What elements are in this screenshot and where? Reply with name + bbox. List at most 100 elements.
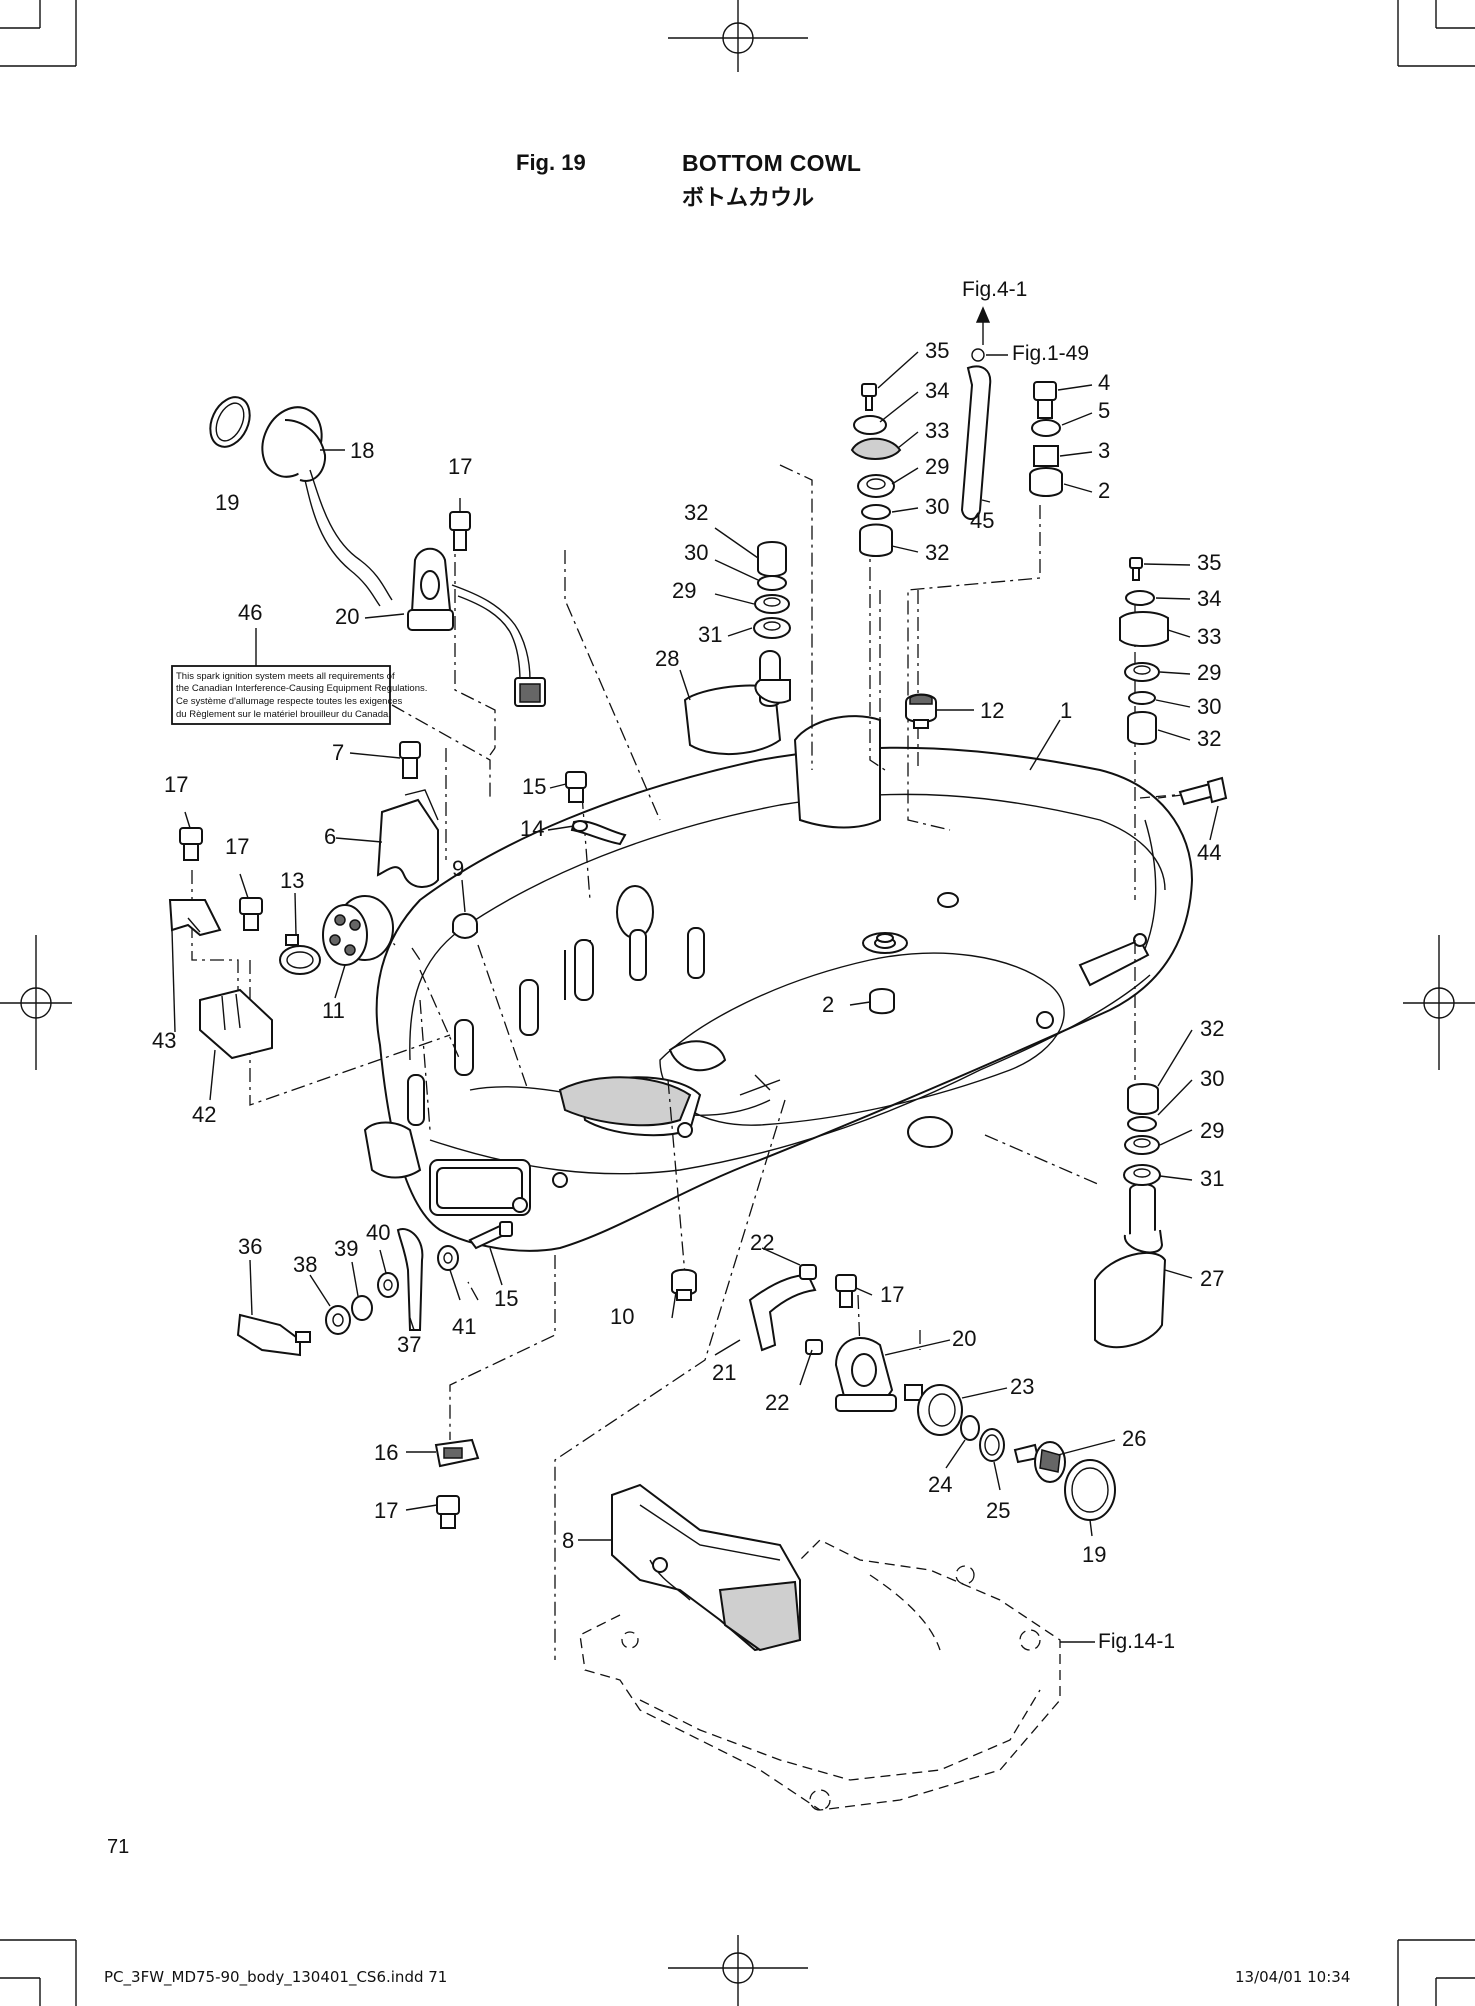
- callout-35-b: 35: [1197, 550, 1221, 575]
- callout-15-b: 15: [494, 1286, 518, 1311]
- callout-14: 14: [520, 816, 544, 841]
- part-20-clamp-upper: [407, 547, 454, 631]
- callout-35-a: 35: [925, 338, 949, 363]
- part-25-o-ring: [979, 1428, 1005, 1462]
- callout-40: 40: [366, 1220, 390, 1245]
- part-41-washer: [437, 1245, 459, 1271]
- part-18-grommet-plug: [261, 406, 393, 607]
- callout-4: 4: [1098, 370, 1110, 395]
- registration-mark-left: [0, 935, 72, 1070]
- callout-32-b: 32: [684, 500, 708, 525]
- callout-25: 25: [986, 1498, 1010, 1523]
- part-40-washer: [377, 1272, 399, 1298]
- callout-38: 38: [293, 1252, 317, 1277]
- part-19-o-ring: [209, 396, 251, 448]
- part-44-bolt: [1178, 776, 1228, 806]
- callout-15-a: 15: [522, 774, 546, 799]
- callout-34-a: 34: [925, 378, 949, 403]
- part-17-bolt-bottom: [436, 1495, 460, 1529]
- callout-2-b: 2: [822, 992, 834, 1017]
- part-42-holder: [199, 988, 273, 1060]
- registration-mark-bottom: [668, 1935, 808, 2006]
- assembly-lines: [191, 464, 1183, 1660]
- callout-10: 10: [610, 1304, 634, 1329]
- part-43-bracket: [168, 899, 222, 937]
- part-24-o-ring: [960, 1415, 980, 1441]
- callout-29-d: 29: [1200, 1118, 1224, 1143]
- part-16-clip: [434, 1438, 480, 1468]
- label-line-2: the Canadian Interference-Causing Equipm…: [176, 683, 427, 694]
- lower-right-stack: [1123, 1083, 1161, 1186]
- part-22-clips: [799, 1264, 823, 1355]
- part-15-bolt-left: [565, 771, 587, 803]
- page-number: 71: [107, 1836, 130, 1858]
- callout-32-d: 32: [1200, 1016, 1224, 1041]
- part-27-lever: [1094, 1183, 1167, 1349]
- part-12-plug: [905, 693, 937, 729]
- part-46-warning-label: This spark ignition system meets all req…: [171, 665, 427, 725]
- part-38-collar: [325, 1305, 351, 1335]
- part-17-bolt-lower: [835, 1274, 857, 1308]
- callout-41: 41: [452, 1314, 476, 1339]
- callout-22-b: 22: [765, 1390, 789, 1415]
- callout-31-a: 31: [698, 622, 722, 647]
- callout-42: 42: [192, 1102, 216, 1127]
- callout-11: 11: [322, 998, 345, 1023]
- footer-filename: PC_3FW_MD75-90_body_130401_CS6.indd 71: [104, 1968, 448, 1986]
- callout-30-a: 30: [925, 494, 949, 519]
- figure-number: Fig. 19: [516, 150, 586, 175]
- callout-6: 6: [324, 824, 336, 849]
- registration-mark-top: [668, 0, 808, 72]
- callout-24: 24: [928, 1472, 952, 1497]
- callout-13: 13: [280, 868, 304, 893]
- callout-labels: 35 34 33 29 30 32 45 4 5 3 2 18 19 17 32…: [152, 338, 1224, 1567]
- part-23-plug: [904, 1384, 963, 1436]
- part-45-hose: [960, 365, 992, 520]
- callout-30-d: 30: [1200, 1066, 1224, 1091]
- callout-29-a: 29: [925, 454, 949, 479]
- callout-8: 8: [562, 1528, 574, 1553]
- part-17-bolts-left: [179, 827, 263, 931]
- footer-date: 13/04/01 10:34: [1235, 1968, 1351, 1986]
- registration-mark-right: [1403, 935, 1475, 1070]
- leader-lines: [171, 351, 1219, 1643]
- callout-17-d: 17: [880, 1282, 904, 1307]
- part-13-hose-clamp: [279, 934, 321, 975]
- callout-30-b: 30: [684, 540, 708, 565]
- callout-26: 26: [1122, 1426, 1146, 1451]
- callout-32-c: 32: [1197, 726, 1221, 751]
- callout-45: 45: [970, 508, 994, 533]
- callout-22-a: 22: [750, 1230, 774, 1255]
- callout-23: 23: [1010, 1374, 1034, 1399]
- callout-33-b: 33: [1197, 624, 1221, 649]
- part-7-bolt: [399, 741, 421, 779]
- callout-5: 5: [1098, 398, 1110, 423]
- part-15-screw-lower: [468, 1221, 513, 1250]
- callout-29-b: 29: [672, 578, 696, 603]
- callout-33-a: 33: [925, 418, 949, 443]
- figure-title: BOTTOM COWL: [682, 150, 862, 176]
- callout-29-c: 29: [1197, 660, 1221, 685]
- callout-46: 46: [238, 600, 262, 625]
- part-10-grommet: [671, 1268, 697, 1301]
- bottom-cowl-body: [363, 715, 1194, 1252]
- callout-20-b: 20: [952, 1326, 976, 1351]
- callout-27: 27: [1200, 1266, 1224, 1291]
- part-9-grommet: [452, 913, 478, 939]
- callout-39: 39: [334, 1236, 358, 1261]
- part-28-lever: [683, 650, 791, 756]
- callout-3: 3: [1098, 438, 1110, 463]
- callout-30-c: 30: [1197, 694, 1221, 719]
- part-21-hose: [748, 1273, 817, 1352]
- fig-4-1-arrow: [971, 306, 1008, 362]
- callout-31-b: 31: [1200, 1166, 1224, 1191]
- fig-ref-4-1: Fig.4-1: [962, 278, 1027, 301]
- callout-18: 18: [350, 438, 374, 463]
- callout-19-b: 19: [1082, 1542, 1106, 1567]
- label-line-3: Ce système d'allumage respecte toutes le…: [176, 696, 402, 707]
- part-11-coupler: [322, 895, 394, 966]
- callout-36: 36: [238, 1234, 262, 1259]
- wire-connector: [451, 584, 546, 707]
- part-2-grommet: [869, 988, 895, 1015]
